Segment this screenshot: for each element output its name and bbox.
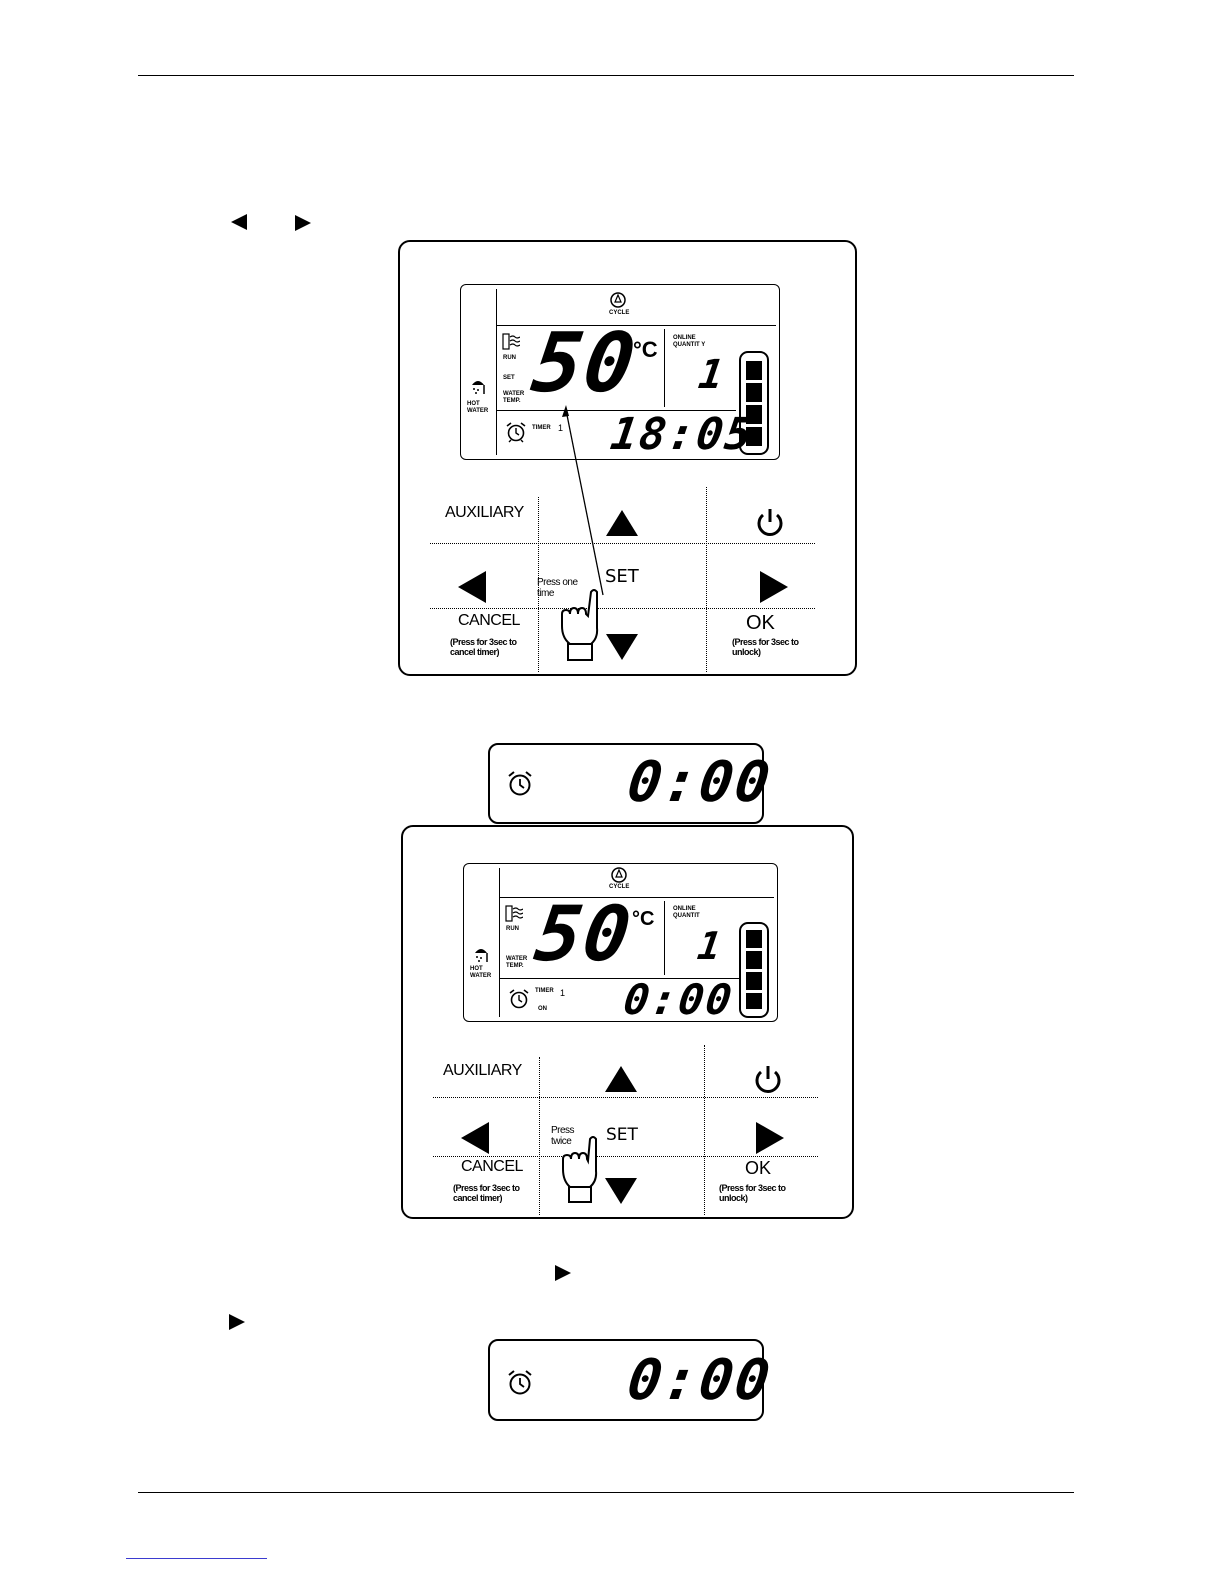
grid-line <box>430 543 815 544</box>
cycle-label: CYCLE <box>609 884 630 890</box>
cycle-label: CYCLE <box>609 310 630 316</box>
timer-on-label: ON <box>538 1006 547 1012</box>
right-arrow-icon <box>555 1265 571 1281</box>
power-button[interactable] <box>751 1063 785 1097</box>
ok-button[interactable]: OK <box>746 612 775 634</box>
cancel-button[interactable]: CANCEL <box>458 612 520 629</box>
pointing-hand-icon <box>562 1136 598 1203</box>
right-arrow-icon <box>295 215 311 231</box>
auxiliary-button[interactable]: AUXILIARY <box>445 504 524 521</box>
footer-link-underline <box>126 1558 267 1559</box>
cancel-note: (Press for 3sec to cancel timer) <box>453 1183 520 1203</box>
hot-water-label: HOT WATER <box>470 966 492 979</box>
auxiliary-button[interactable]: AUXILIARY <box>443 1062 522 1079</box>
grid-line <box>433 1156 818 1157</box>
grid-line <box>433 1097 818 1098</box>
set-button[interactable]: SET <box>605 566 639 587</box>
pointing-hand-icon <box>561 589 599 661</box>
grid-line <box>538 497 539 672</box>
down-button[interactable] <box>606 634 638 660</box>
water-temp-label: WATER TEMP. <box>503 391 525 404</box>
ok-button[interactable]: OK <box>745 1158 772 1178</box>
level-indicator <box>739 922 769 1018</box>
set-button[interactable]: SET <box>606 1125 638 1145</box>
grid-line <box>539 1057 540 1215</box>
grid-line <box>704 1045 705 1215</box>
grid-line <box>706 487 707 672</box>
timer-number: 1 <box>558 423 564 433</box>
online-quantity-label: ONLINE QUANTIT Y <box>673 335 706 348</box>
ok-note: (Press for 3sec to unlock) <box>719 1183 786 1203</box>
ok-note: (Press for 3sec to unlock) <box>732 637 799 657</box>
shower-icon <box>475 949 488 962</box>
power-button[interactable] <box>753 506 787 540</box>
alarm-clock-icon <box>506 422 526 443</box>
alarm-clock-icon <box>509 989 529 1009</box>
level-indicator <box>739 351 769 455</box>
cycle-icon <box>610 292 626 308</box>
temp-unit: °C <box>632 908 655 930</box>
run-label: RUN <box>506 926 519 932</box>
alarm-clock-icon <box>508 771 532 796</box>
press-note: Press twice <box>551 1125 575 1147</box>
timer-time: 0:00 <box>623 1348 776 1413</box>
hot-water-label: HOT WATER <box>467 401 489 414</box>
down-button[interactable] <box>605 1178 637 1204</box>
header-rule <box>138 75 1074 76</box>
grid-line <box>430 608 815 609</box>
timer-number: 1 <box>560 988 566 998</box>
up-button[interactable] <box>605 1066 637 1092</box>
timer-label: TIMER <box>532 425 551 431</box>
heating-icon <box>502 333 520 350</box>
run-label: RUN <box>503 355 516 361</box>
press-note: Press one time <box>537 577 578 599</box>
left-button[interactable] <box>461 1122 489 1154</box>
shower-icon <box>472 381 485 394</box>
water-temp-label: WATER TEMP. <box>506 956 528 969</box>
alarm-clock-icon <box>508 1370 532 1395</box>
set-label: SET <box>503 375 515 381</box>
water-temp-value: 50 <box>529 889 638 978</box>
timer-display-1: 0:00 <box>488 743 775 824</box>
footer-rule <box>138 1492 1074 1493</box>
temp-unit: °C <box>633 337 658 362</box>
right-button[interactable] <box>760 571 788 603</box>
lcd-screen: CYCLE RUN SET WATER TEMP. HOT WATER 50 °… <box>460 284 780 460</box>
right-button[interactable] <box>756 1122 784 1154</box>
up-button[interactable] <box>606 510 638 536</box>
cycle-icon <box>611 867 627 883</box>
left-button[interactable] <box>458 571 486 603</box>
clock-time: 0:00 <box>620 975 737 1024</box>
timer-display-2: 0:00 <box>488 1339 775 1421</box>
controller-panel-2: CYCLE RUN WATER TEMP. HOT WATER 50 °C ON… <box>401 825 854 1219</box>
cancel-note: (Press for 3sec to cancel timer) <box>450 637 517 657</box>
cancel-button[interactable]: CANCEL <box>461 1158 523 1175</box>
heating-icon <box>505 905 523 922</box>
left-arrow-icon <box>231 214 247 230</box>
online-quantity-label: ONLINE QUANTIT <box>673 906 700 919</box>
lcd-screen: CYCLE RUN WATER TEMP. HOT WATER 50 °C ON… <box>463 863 778 1024</box>
controller-panel-1: CYCLE RUN SET WATER TEMP. HOT WATER 50 °… <box>398 240 857 676</box>
timer-label: TIMER <box>535 988 554 994</box>
online-quantity-value: 1 <box>694 924 726 968</box>
timer-time: 0:00 <box>623 750 776 815</box>
right-arrow-icon <box>229 1314 245 1330</box>
